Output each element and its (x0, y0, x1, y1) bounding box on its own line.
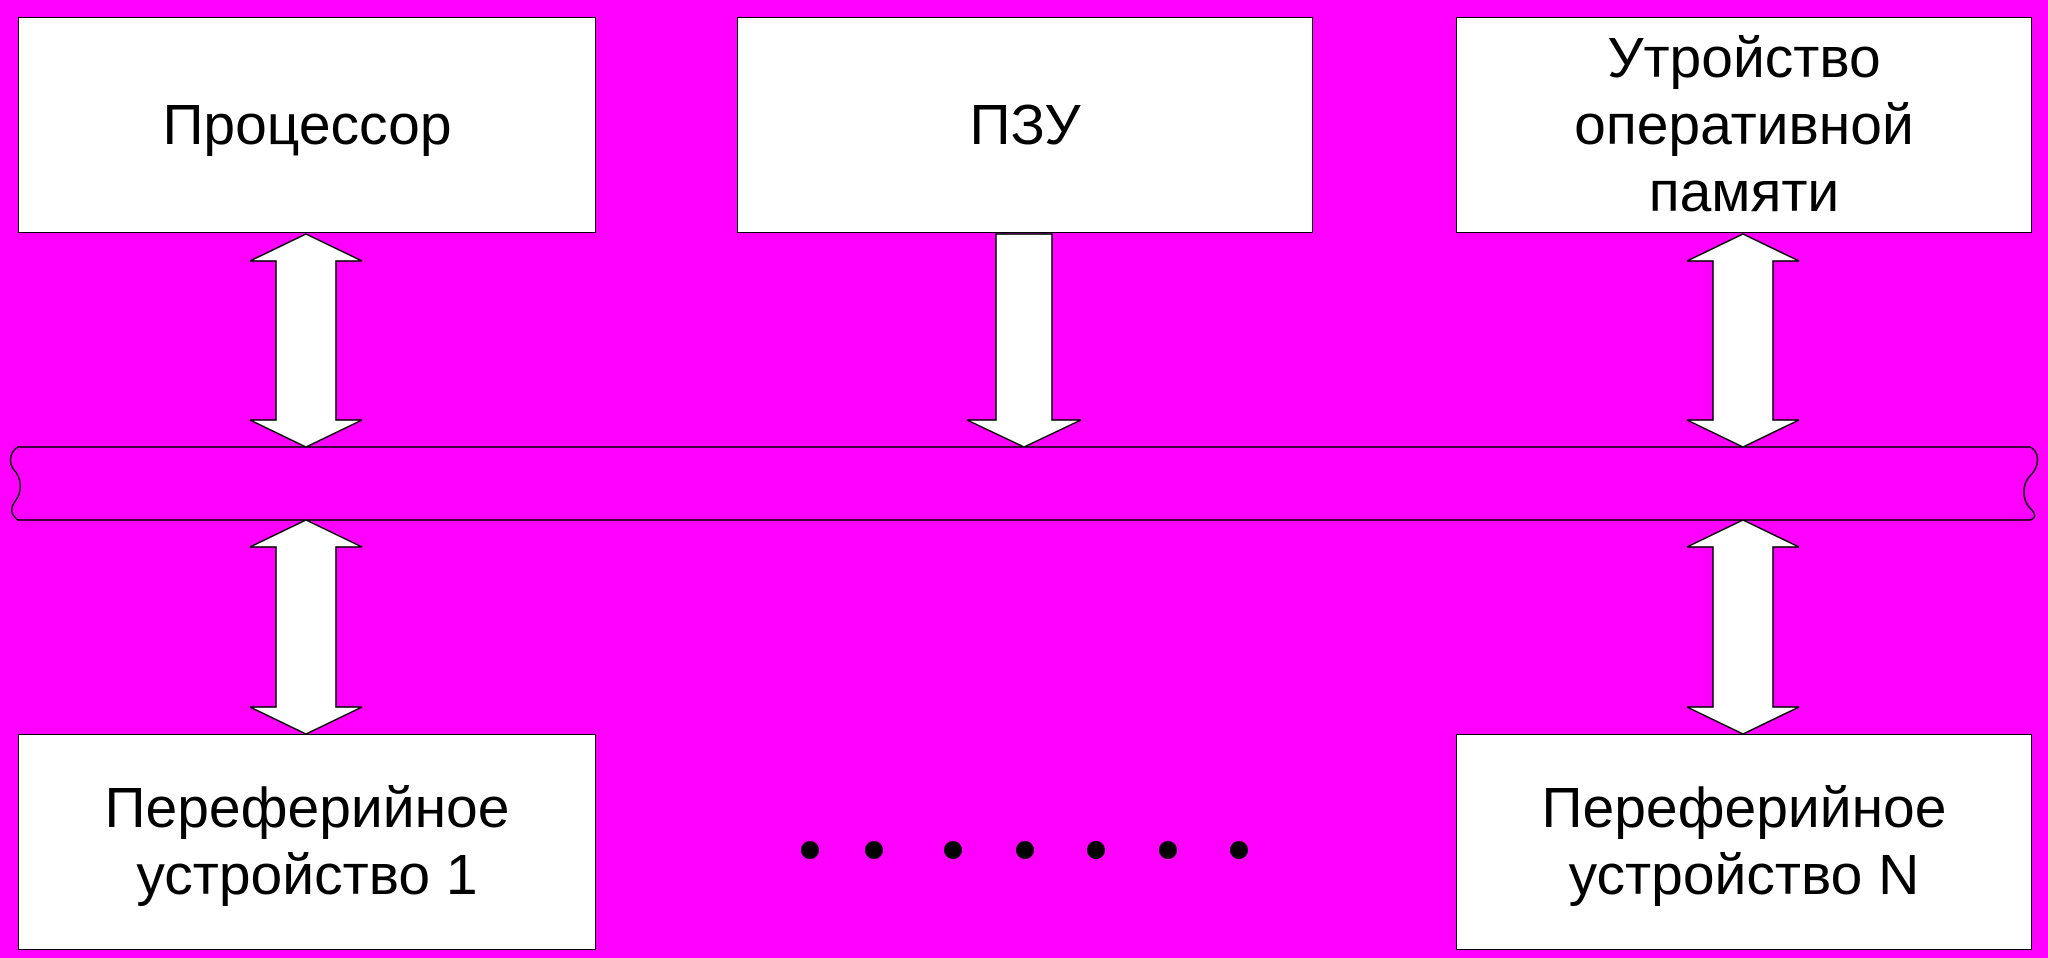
peripheral-n-label-line: устройство N (1568, 843, 1920, 907)
ellipsis-dot (1159, 841, 1177, 859)
ellipsis-dot (865, 841, 883, 859)
ellipsis-dot (944, 841, 962, 859)
ellipsis-dot (1230, 841, 1248, 859)
rom-bus-arrow (966, 233, 1082, 448)
ram-label: Утройство оперативной памяти (1574, 25, 1914, 226)
processor-bus-arrow (249, 233, 363, 448)
peripheral-1-label-line: Переферийное (104, 776, 510, 840)
rom-box: ПЗУ (737, 17, 1313, 233)
peripheral-n-box: Переферийное устройство N (1456, 734, 2032, 950)
ellipsis-dot (801, 841, 819, 859)
bus-peripheral-1-arrow (249, 519, 363, 735)
peripheral-n-label-line: Переферийное (1541, 776, 1947, 840)
ellipsis-dots (801, 841, 1248, 859)
peripheral-1-box: Переферийное устройство 1 (18, 734, 596, 950)
bus-peripheral-n-arrow (1686, 519, 1800, 735)
ram-label-line: Утройство (1607, 25, 1881, 90)
peripheral-n-label: Переферийное устройство N (1542, 775, 1947, 909)
system-bus (9, 446, 2039, 521)
ellipsis-dot (1087, 841, 1105, 859)
ram-box: Утройство оперативной памяти (1456, 17, 2032, 233)
processor-box: Процессор (18, 17, 596, 233)
ram-label-line: оперативной (1574, 92, 1914, 157)
peripheral-1-label-line: устройство 1 (136, 843, 478, 907)
rom-label: ПЗУ (969, 92, 1081, 157)
ellipsis-dot (1016, 841, 1034, 859)
processor-label: Процессор (162, 92, 452, 157)
ram-bus-arrow (1686, 233, 1800, 448)
peripheral-1-label: Переферийное устройство 1 (105, 775, 510, 909)
ram-label-line: памяти (1648, 159, 1840, 224)
